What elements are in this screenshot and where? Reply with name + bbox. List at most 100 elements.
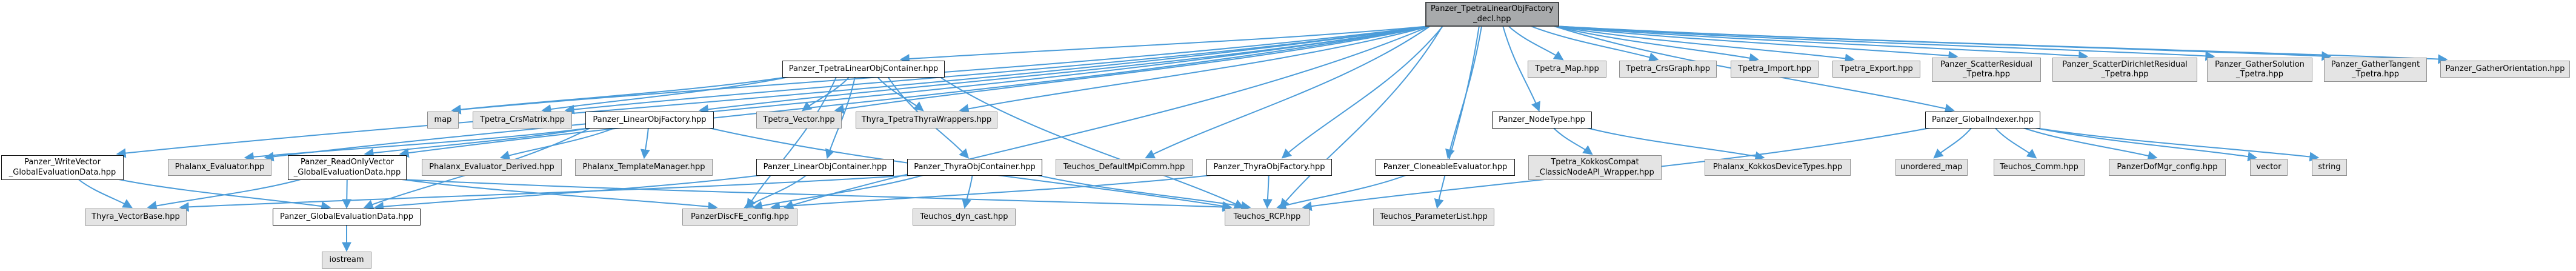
graph-node-label: Phalanx_Evaluator_Derived.hpp — [429, 162, 554, 172]
include-edge-root-to-phalanx_evaluator — [264, 25, 1431, 162]
graph-node-label: Panzer_WriteVector — [24, 158, 101, 167]
include-edge-root-to-write_vector — [116, 25, 1431, 158]
graph-node-tpetra_vector: Tpetra_Vector.hpp — [756, 112, 842, 129]
include-edge-thyra_obj_factory-to-discfe_config — [770, 175, 1212, 212]
include-edge-node_type-to-kokkos_compat — [1553, 127, 1593, 155]
graph-node-label: _Tpetra.hpp — [2101, 70, 2149, 79]
graph-node-kokkos_compat: Tpetra_KokkosCompat_ClassicNodeAPI_Wrapp… — [1528, 155, 1662, 180]
include-edge-root-to-tpetra_crsgraph — [1530, 25, 1659, 62]
include-edge-root-to-tpetra_import — [1553, 25, 1759, 63]
graph-node-tpetra_linear_obj_container[interactable]: Panzer_TpetraLinearObjContainer.hpp — [782, 61, 945, 78]
include-edge-root-to-scatter_dirichlet — [1553, 25, 2089, 61]
graph-node-root: Panzer_TpetraLinearObjFactory_decl.hpp — [1425, 2, 1559, 27]
graph-node-phalanx_evaluator: Phalanx_Evaluator.hpp — [168, 159, 271, 176]
graph-node-template_manager: Phalanx_TemplateManager.hpp — [575, 159, 713, 176]
graph-node-tpetra_export: Tpetra_Export.hpp — [1832, 61, 1920, 78]
graph-node-label: string — [2318, 162, 2341, 172]
graph-node-thyra_vector_base: Thyra_VectorBase.hpp — [85, 209, 187, 226]
include-edge-root-to-tpetra_vector — [834, 25, 1431, 114]
graph-node-label: Panzer_ScatterDirichletResidual — [2062, 59, 2188, 69]
graph-node-write_vector[interactable]: Panzer_WriteVector_GlobalEvaluationData.… — [1, 155, 124, 180]
graph-node-label: unordered_map — [1900, 162, 1963, 172]
graph-node-label: Tpetra_Import.hpp — [1737, 64, 1812, 73]
graph-node-global_indexer[interactable]: Panzer_GlobalIndexer.hpp — [1925, 112, 2040, 129]
graph-node-gather_tangent: Panzer_GatherTangent_Tpetra.hpp — [2324, 58, 2427, 82]
graph-node-label: Panzer_GlobalEvaluationData.hpp — [279, 212, 414, 221]
include-edge-linear_obj_container-to-discfe_config — [744, 175, 807, 209]
include-edge-linear_obj_container-to-global_evaluation_data — [373, 175, 762, 212]
graph-node-label: Panzer_LinearObjFactory.hpp — [593, 115, 707, 124]
graph-node-label: Panzer_TpetraLinearObjFactory — [1431, 4, 1554, 14]
graph-node-label: Tpetra_Export.hpp — [1840, 64, 1913, 73]
graph-node-label: Teuchos_dyn_cast.hpp — [920, 212, 1008, 221]
graph-node-linear_obj_container[interactable]: Panzer_LinearObjContainer.hpp — [756, 159, 894, 176]
include-edge-root-to-read_only_vector — [399, 25, 1431, 158]
include-edge-linear_obj_factory-to-read_only_vector — [364, 127, 591, 158]
graph-node-label: Panzer_ThyraObjContainer.hpp — [914, 162, 1036, 172]
graph-node-label: Panzer_GlobalIndexer.hpp — [1931, 115, 2034, 124]
include-edge-root-to-node_type — [1502, 25, 1540, 112]
graph-node-label: iostream — [329, 255, 364, 264]
include-edge-thyra_obj_container-to-thyra_vector_base — [179, 175, 913, 212]
include-edge-root-to-gather_solution — [1553, 25, 2215, 61]
graph-node-label: _GlobalEvaluationData.hpp — [293, 167, 401, 177]
graph-node-label: Thyra_TpetraThyraWrappers.hpp — [861, 115, 992, 124]
graph-node-label: Panzer_ReadOnlyVector — [301, 158, 394, 167]
graph-node-label: map — [434, 115, 452, 124]
graph-node-teuchos_comm: Teuchos_Comm.hpp — [1994, 159, 2085, 176]
graph-node-tpetra_map: Tpetra_Map.hpp — [1528, 61, 1606, 78]
graph-node-cloneable_evaluator[interactable]: Panzer_CloneableEvaluator.hpp — [1376, 159, 1515, 176]
graph-node-string: string — [2312, 159, 2347, 176]
include-edge-tpetra_linear_obj_container-to-thyra_wrappers — [877, 76, 924, 112]
graph-node-teuchos_rcp: Teuchos_RCP.hpp — [1225, 209, 1310, 226]
graph-node-evaluator_derived: Phalanx_Evaluator_Derived.hpp — [422, 159, 562, 176]
include-edge-root-to-thyra_obj_factory — [1281, 25, 1443, 159]
include-edge-root-to-thyra_wrappers — [959, 25, 1431, 114]
include-edge-read_only_vector-to-thyra_vector_base — [147, 179, 301, 211]
graph-node-dofmgr_config: PanzerDofMgr_config.hpp — [2109, 159, 2226, 176]
graph-node-label: Phalanx_KokkosDeviceTypes.hpp — [1712, 162, 1843, 172]
graph-node-label: Panzer_LinearObjContainer.hpp — [763, 162, 887, 172]
include-edge-write_vector-to-thyra_vector_base — [78, 179, 133, 209]
graph-node-label: Teuchos_DefaultMpiComm.hpp — [1063, 162, 1185, 172]
graph-node-thyra_wrappers: Thyra_TpetraThyraWrappers.hpp — [856, 112, 997, 129]
include-edge-linear_obj_factory-to-template_manager — [640, 127, 650, 159]
include-edge-tpetra_linear_obj_container-to-tpetra_vector — [801, 76, 850, 112]
graph-node-iostream: iostream — [322, 252, 371, 269]
graph-node-global_evaluation_data[interactable]: Panzer_GlobalEvaluationData.hpp — [273, 209, 421, 226]
graph-node-scatter_residual: Panzer_ScatterResidual_Tpetra.hpp — [1932, 58, 2041, 82]
graph-node-label: Panzer_TpetraLinearObjContainer.hpp — [788, 64, 939, 73]
graph-node-node_type[interactable]: Panzer_NodeType.hpp — [1492, 112, 1592, 129]
graph-node-label: Thyra_VectorBase.hpp — [92, 212, 180, 221]
graph-node-kokkos_device_types: Phalanx_KokkosDeviceTypes.hpp — [1705, 159, 1851, 176]
graph-node-read_only_vector[interactable]: Panzer_ReadOnlyVector_GlobalEvaluationDa… — [288, 155, 407, 180]
include-edge-cloneable_evaluator-to-teuchos_rcp — [1276, 175, 1406, 210]
graph-node-label: vector — [2256, 162, 2281, 172]
include-edge-linear_obj_factory-to-phalanx_evaluator — [244, 127, 591, 162]
graph-node-thyra_obj_container[interactable]: Panzer_ThyraObjContainer.hpp — [907, 159, 1042, 176]
include-edge-root-to-discfe_config — [784, 25, 1431, 210]
include-edge-linear_obj_factory-to-evaluator_derived — [499, 127, 616, 161]
graph-node-dyn_cast: Teuchos_dyn_cast.hpp — [913, 209, 1016, 226]
graph-node-label: PanzerDofMgr_config.hpp — [2117, 162, 2218, 172]
graph-node-vector: vector — [2250, 159, 2288, 176]
graph-node-tpetra_crsgraph: Tpetra_CrsGraph.hpp — [1619, 61, 1717, 78]
include-edge-global_indexer-to-teuchos_comm — [1994, 127, 2037, 159]
graph-node-label: Tpetra_CrsGraph.hpp — [1625, 64, 1711, 73]
graph-node-label: _GlobalEvaluationData.hpp — [8, 167, 116, 177]
include-edge-read_only_vector-to-discfe_config — [401, 179, 718, 212]
graph-node-thyra_obj_factory[interactable]: Panzer_ThyraObjFactory.hpp — [1206, 159, 1332, 176]
graph-node-linear_obj_factory[interactable]: Panzer_LinearObjFactory.hpp — [585, 112, 714, 129]
graph-node-label: _Tpetra.hpp — [2352, 70, 2399, 79]
graph-node-default_mpi_comm: Teuchos_DefaultMpiComm.hpp — [1056, 159, 1193, 176]
include-edge-root-to-cloneable_evaluator — [1445, 25, 1483, 159]
include-edge-root-to-scatter_residual — [1553, 25, 1959, 61]
include-edge-global_indexer-to-dofmgr_config — [2023, 127, 2158, 161]
include-edge-thyra_obj_factory-to-teuchos_rcp — [1262, 175, 1273, 209]
graph-node-label: _ClassicNodeAPI_Wrapper.hpp — [1536, 167, 1654, 177]
graph-node-label: Teuchos_ParameterList.hpp — [1380, 212, 1488, 221]
include-edge-root-to-parameter_list — [1434, 25, 1480, 209]
graph-node-label: Tpetra_Map.hpp — [1535, 64, 1599, 73]
